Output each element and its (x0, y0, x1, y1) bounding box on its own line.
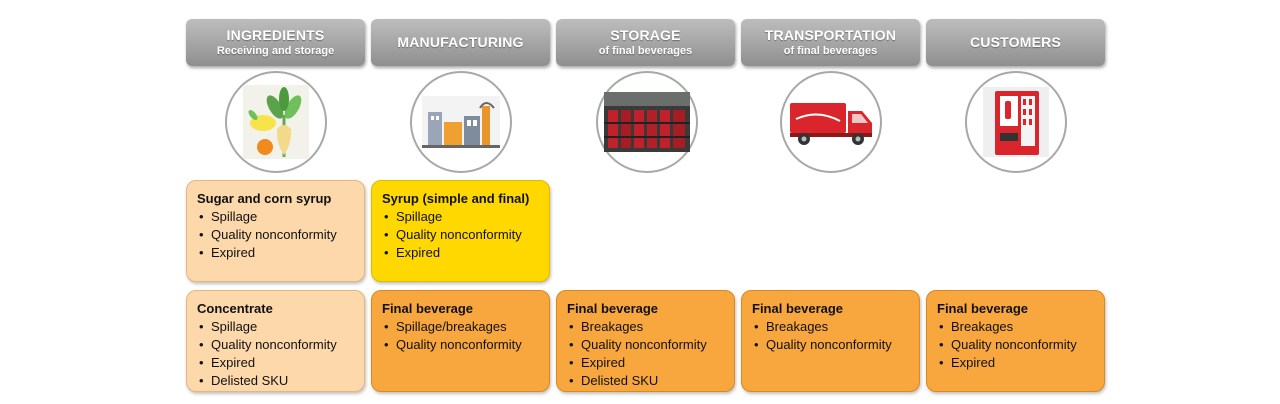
list-item: Delisted SKU (567, 372, 725, 390)
box-list: Spillage Quality nonconformity Expired (197, 208, 355, 262)
box-title: Final beverage (937, 301, 1029, 316)
box-title: Sugar and corn syrup (197, 191, 332, 206)
list-item: Quality nonconformity (752, 336, 910, 354)
waste-box-final-beverage-manufacturing: Final beverage Spillage/breakages Qualit… (371, 290, 550, 392)
stage-header-ingredients: INGREDIENTS Receiving and storage (186, 19, 365, 66)
list-item: Expired (197, 244, 355, 262)
stage-title: CUSTOMERS (970, 34, 1061, 50)
stage-title: INGREDIENTS (226, 27, 325, 43)
box-title: Final beverage (752, 301, 844, 316)
stage-header-manufacturing: MANUFACTURING (371, 19, 550, 66)
stage-header-customers: CUSTOMERS (926, 19, 1105, 66)
box-title: Final beverage (382, 301, 474, 316)
box-title: Syrup (simple and final) (382, 191, 530, 206)
list-item: Spillage (197, 208, 355, 226)
list-item: Spillage/breakages (382, 318, 540, 336)
list-item: Expired (567, 354, 725, 372)
manufacturing-circle (410, 71, 512, 173)
list-item: Quality nonconformity (382, 336, 540, 354)
plants-icon (243, 85, 309, 159)
factory-icon (422, 96, 500, 148)
waste-box-syrup: Syrup (simple and final) Spillage Qualit… (371, 180, 550, 282)
stage-title: TRANSPORTATION (764, 27, 897, 43)
waste-box-sugar-corn-syrup: Sugar and corn syrup Spillage Quality no… (186, 180, 365, 282)
box-title: Concentrate (197, 301, 273, 316)
stage-title: MANUFACTURING (397, 34, 524, 50)
list-item: Expired (197, 354, 355, 372)
stage-title: STORAGE (610, 27, 681, 43)
list-item: Quality nonconformity (382, 226, 540, 244)
box-list: Breakages Quality nonconformity (752, 318, 910, 354)
box-title: Final beverage (567, 301, 659, 316)
list-item: Breakages (752, 318, 910, 336)
list-item: Breakages (567, 318, 725, 336)
vending-machine-icon (983, 87, 1049, 157)
stage-subtitle: of final beverages (783, 45, 878, 57)
ingredients-circle (225, 71, 327, 173)
list-item: Quality nonconformity (567, 336, 725, 354)
waste-box-final-beverage-storage: Final beverage Breakages Quality nonconf… (556, 290, 735, 392)
list-item: Quality nonconformity (937, 336, 1095, 354)
transportation-circle (780, 71, 882, 173)
stage-subtitle: of final beverages (598, 45, 693, 57)
box-list: Breakages Quality nonconformity Expired (937, 318, 1095, 372)
list-item: Delisted SKU (197, 372, 355, 390)
waste-box-final-beverage-transportation: Final beverage Breakages Quality nonconf… (741, 290, 920, 392)
list-item: Spillage (197, 318, 355, 336)
list-item: Expired (382, 244, 540, 262)
customers-circle (965, 71, 1067, 173)
storage-circle (596, 71, 698, 173)
list-item: Quality nonconformity (197, 226, 355, 244)
list-item: Spillage (382, 208, 540, 226)
truck-icon (790, 103, 872, 145)
list-item: Quality nonconformity (197, 336, 355, 354)
stage-header-transportation: TRANSPORTATION of final beverages (741, 19, 920, 66)
box-list: Spillage/breakages Quality nonconformity (382, 318, 540, 354)
stage-header-storage: STORAGE of final beverages (556, 19, 735, 66)
stage-subtitle: Receiving and storage (216, 45, 335, 57)
warehouse-icon (604, 92, 690, 152)
box-list: Spillage Quality nonconformity Expired D… (197, 318, 355, 390)
waste-box-concentrate: Concentrate Spillage Quality nonconformi… (186, 290, 365, 392)
list-item: Breakages (937, 318, 1095, 336)
box-list: Breakages Quality nonconformity Expired … (567, 318, 725, 390)
box-list: Spillage Quality nonconformity Expired (382, 208, 540, 262)
waste-box-final-beverage-customers: Final beverage Breakages Quality nonconf… (926, 290, 1105, 392)
list-item: Expired (937, 354, 1095, 372)
